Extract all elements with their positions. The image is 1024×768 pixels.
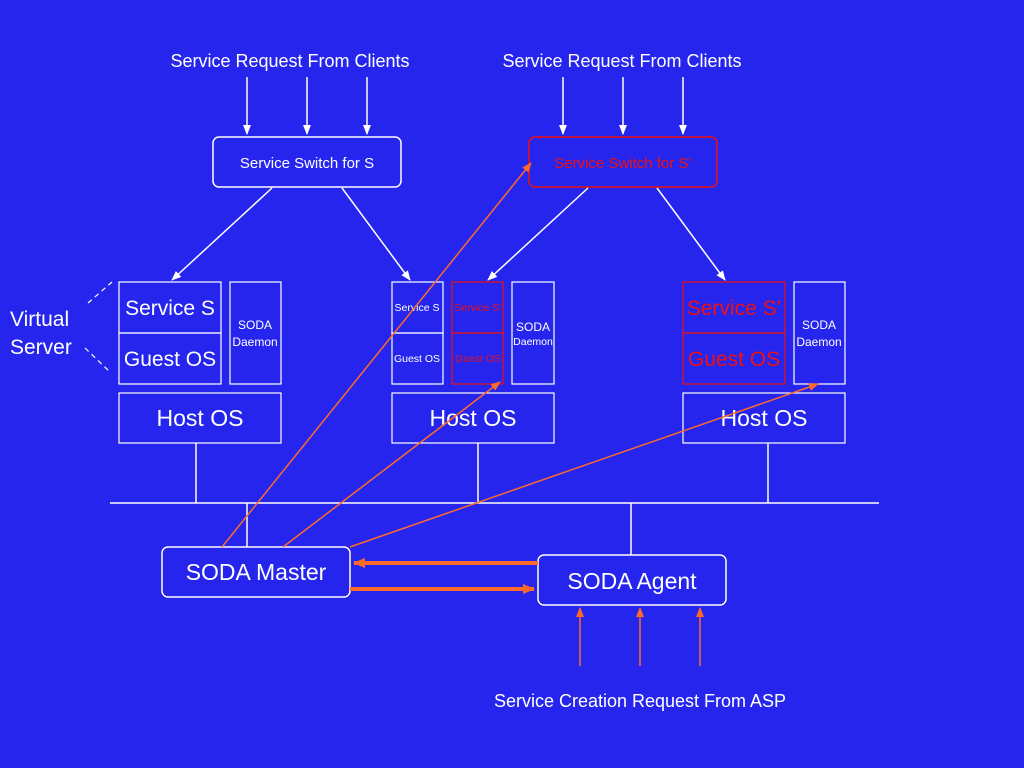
host-2-host-os: Host OS <box>430 405 517 431</box>
host-3-daemon-line2: Daemon <box>796 335 841 349</box>
host-3-service-prime: Service S’ <box>687 297 782 320</box>
host-2-service-prime: Service S’ <box>454 302 501 314</box>
host-3-guest-os-prime: Guest OS <box>688 348 780 371</box>
virtual-server-label-line1: Virtual <box>10 308 69 331</box>
master-control-arrows <box>221 162 819 548</box>
host-2: Service S Guest OS Service S’ Guest OS S… <box>391 281 555 444</box>
host-2-service: Service S <box>395 302 440 314</box>
host-2-daemon-line2: Daemon <box>513 336 553 348</box>
soda-agent-label: SODA Agent <box>567 568 697 594</box>
host-3-daemon-line1: SODA <box>802 318 836 332</box>
client-request-label-right: Service Request From Clients <box>502 51 741 71</box>
host-3: Service S’ Guest OS SODA Daemon Host OS <box>682 281 846 444</box>
asp-request-label: Service Creation Request From ASP <box>494 691 786 711</box>
soda-agent: SODA Agent <box>537 554 727 606</box>
service-switch-s-prime: Service Switch for S’ <box>528 136 718 188</box>
client-request-arrows-right <box>559 77 687 135</box>
service-switch-s-prime-label: Service Switch for S’ <box>554 155 692 172</box>
host-1-host-os: Host OS <box>157 405 244 431</box>
asp-request-arrows <box>576 607 704 666</box>
service-switch-s-label: Service Switch for S <box>240 155 374 172</box>
master-agent-arrows <box>350 558 538 594</box>
host-3-host-os: Host OS <box>721 405 808 431</box>
host-2-guest-os-prime: Guest OS <box>455 353 501 365</box>
virtual-server-label-line2: Server <box>10 336 72 359</box>
host-1-daemon-line1: SODA <box>238 318 272 332</box>
host-1-service: Service S <box>125 297 215 320</box>
virtual-server-bracket <box>84 281 113 373</box>
network-bus <box>110 443 879 555</box>
host-2-daemon-line1: SODA <box>516 320 550 334</box>
host-1-daemon-line2: Daemon <box>232 335 277 349</box>
soda-master-label: SODA Master <box>186 559 327 585</box>
host-1-guest-os: Guest OS <box>124 348 216 371</box>
client-request-label-left: Service Request From Clients <box>170 51 409 71</box>
host-1: Service S Guest OS SODA Daemon Host OS <box>118 281 282 444</box>
switch-to-vm-arrows <box>171 187 726 281</box>
soda-master: SODA Master <box>161 546 351 598</box>
host-2-guest-os: Guest OS <box>394 353 440 365</box>
service-switch-s: Service Switch for S <box>212 136 402 188</box>
client-request-arrows-left <box>243 77 371 135</box>
